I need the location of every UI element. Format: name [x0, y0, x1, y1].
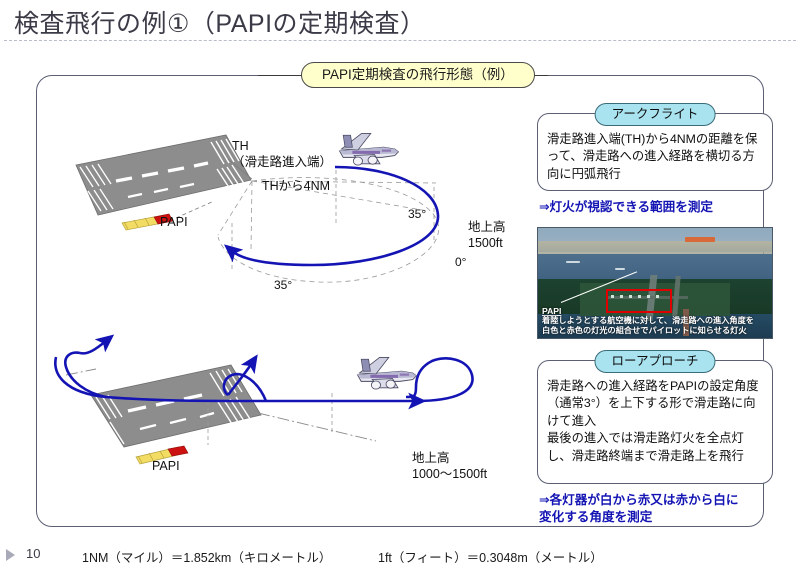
- page-title: 検査飛行の例①（PAPIの定期検査）: [14, 10, 426, 38]
- angle-label-bottom: 35°: [274, 278, 293, 292]
- footer-triangle-icon: [6, 549, 15, 561]
- flight-path-arrow-left: [79, 334, 115, 355]
- flight-path-lower-mid: [222, 372, 268, 402]
- th-label: TH （滑走路進入端）: [232, 139, 333, 170]
- photo-ship: [685, 236, 716, 242]
- title-divider: [4, 40, 796, 41]
- arc-guides: [217, 170, 440, 283]
- diagram-header: PAPI定期検査の飛行形態（例）: [36, 62, 764, 88]
- papi-lights-upper: [121, 213, 174, 231]
- airport-aerial-photo: PAPI 着陸しようとする航空機に対して、滑走路への進入角度を 白色と赤色の灯光…: [537, 227, 773, 339]
- papi-lights-lower: [135, 445, 189, 465]
- flight-pattern-diagram: [54, 133, 474, 465]
- flight-path-arrow-mid: [226, 354, 258, 396]
- th-leader: [227, 158, 253, 180]
- photo-caption-body: 着陸しようとする航空機に対して、滑走路への進入角度を 白色と赤色の灯光の組合せで…: [542, 316, 754, 335]
- low-approach-note: ⇒各灯器が白から赤又は赤から白に 変化する角度を測定: [539, 493, 739, 524]
- footer-formula-ft: 1ft（フィート）＝0.3048m（メートル）: [378, 551, 603, 565]
- papi-label-lower: PAPI: [152, 459, 180, 473]
- arc-flight-body: 滑走路進入端(TH)から4NMの距離を保って、滑走路への進入経路を横切る方向に円…: [547, 132, 758, 181]
- photo-boat-1: [566, 261, 581, 263]
- photo-cityline: [538, 241, 772, 259]
- arc-flight-panel: アークフライト 滑走路進入端(TH)から4NMの距離を保って、滑走路への進入経路…: [537, 103, 773, 191]
- flight-path-loop: [405, 357, 474, 403]
- photo-water-near: [538, 313, 772, 338]
- runway-upper: [75, 134, 252, 216]
- photo-papi-highlight: [605, 288, 672, 313]
- arc-flight-note: ⇒灯火が視認できる範囲を測定: [539, 200, 714, 214]
- low-approach-panel: ローアプローチ 滑走路への進入経路をPAPIの設定角度（通常3°）を上下する形で…: [537, 350, 773, 484]
- flight-path-lower-left: [54, 356, 427, 410]
- flight-path-arc: [224, 165, 440, 267]
- photo-caption: PAPI 着陸しようとする航空機に対して、滑走路への進入角度を 白色と赤色の灯光…: [538, 305, 772, 338]
- runway-axis: [65, 368, 377, 442]
- angle-label-mid: 0°: [455, 255, 467, 269]
- runway-lower: [90, 364, 262, 448]
- footer-formula-nm: 1NM（マイル）＝1.852km（キロメートル）: [82, 551, 332, 565]
- aircraft-upper: [338, 133, 400, 166]
- photo-papi-lights: [610, 295, 665, 299]
- arc-flight-label: アークフライト: [594, 103, 716, 126]
- low-approach-label: ローアプローチ: [594, 350, 716, 373]
- altitude-label-upper: 地上高 1500ft: [468, 220, 506, 251]
- papi-label-upper: PAPI: [160, 215, 188, 229]
- header-banner-label: PAPI定期検査の飛行形態（例）: [301, 62, 535, 88]
- photo-pier: [683, 309, 690, 336]
- low-approach-body: 滑走路への進入経路をPAPIの設定角度（通常3°）を上下する形で滑走路に向けて進…: [547, 379, 759, 463]
- page-number: 10: [26, 546, 41, 561]
- angle-label-top: 35°: [408, 207, 427, 221]
- aircraft-lower: [356, 357, 418, 390]
- altitude-label-lower: 地上高 1000〜1500ft: [412, 451, 488, 482]
- photo-caption-title: PAPI: [542, 305, 562, 316]
- th-distance-label: THから4NM: [262, 179, 331, 193]
- flight-path-left-curve: [64, 351, 107, 399]
- photo-boat-2: [615, 267, 626, 270]
